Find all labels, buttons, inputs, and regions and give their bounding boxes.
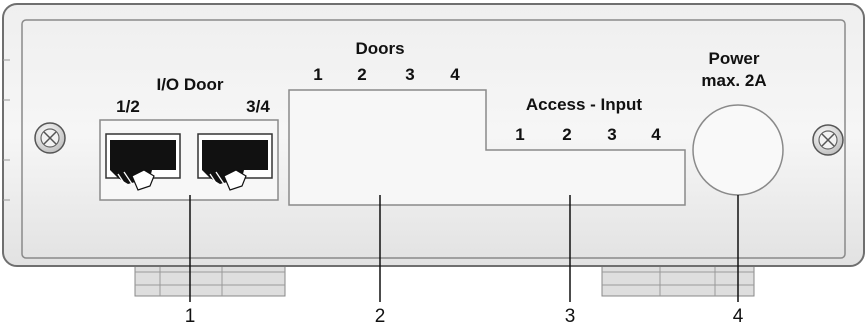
callout-number-2: 2 — [375, 306, 386, 326]
rj-jack-icon-2 — [197, 133, 273, 191]
rj-jack-icon-1 — [105, 133, 181, 191]
io-door-port-label-2: 3/4 — [246, 97, 270, 116]
access-input-title: Access - Input — [526, 95, 643, 114]
doors-number-4: 4 — [450, 65, 460, 84]
power-title: Power — [708, 49, 759, 68]
io-door-title: I/O Door — [156, 75, 223, 94]
power-socket-icon — [692, 104, 784, 196]
access-input-number-3: 3 — [607, 125, 616, 144]
power-rating: max. 2A — [701, 71, 766, 90]
doors-title: Doors — [355, 39, 404, 58]
callout-number-1: 1 — [185, 306, 196, 326]
access-input-number-4: 4 — [651, 125, 661, 144]
doors-number-2: 2 — [357, 65, 366, 84]
right-screw-icon — [812, 124, 844, 156]
io-door-port-label-1: 1/2 — [116, 97, 140, 116]
callout-number-3: 3 — [565, 306, 576, 326]
panel-inner-border — [21, 19, 846, 259]
doors-number-1: 1 — [313, 65, 322, 84]
access-input-number-1: 1 — [515, 125, 524, 144]
callout-number-4: 4 — [733, 306, 744, 326]
access-input-number-2: 2 — [562, 125, 571, 144]
terminal-block-outline — [288, 89, 686, 206]
doors-number-3: 3 — [405, 65, 414, 84]
callout-lines — [189, 195, 739, 302]
left-screw-icon — [34, 122, 66, 154]
left-edge-ridges — [3, 59, 10, 201]
